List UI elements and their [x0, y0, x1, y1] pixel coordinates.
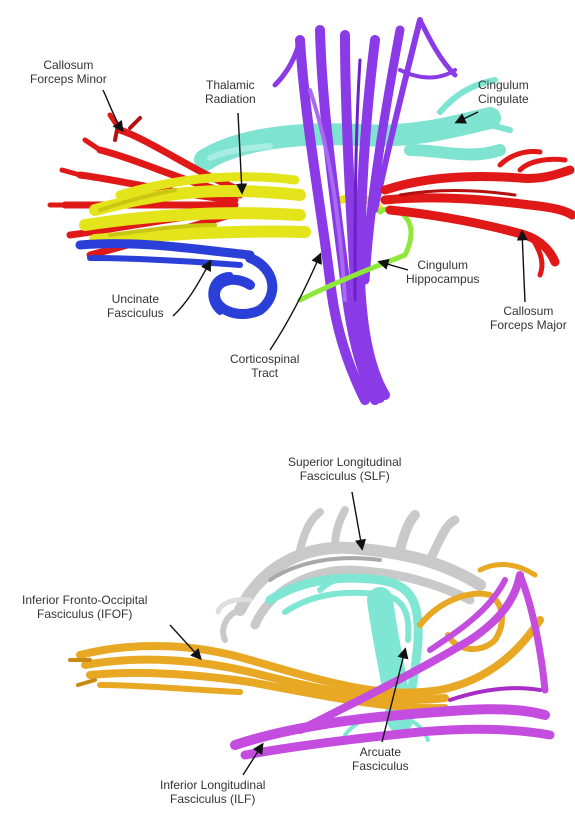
- bottom-panel: [70, 492, 550, 775]
- top-panel: [50, 20, 572, 400]
- callosum-forceps-major-tract: [385, 152, 572, 275]
